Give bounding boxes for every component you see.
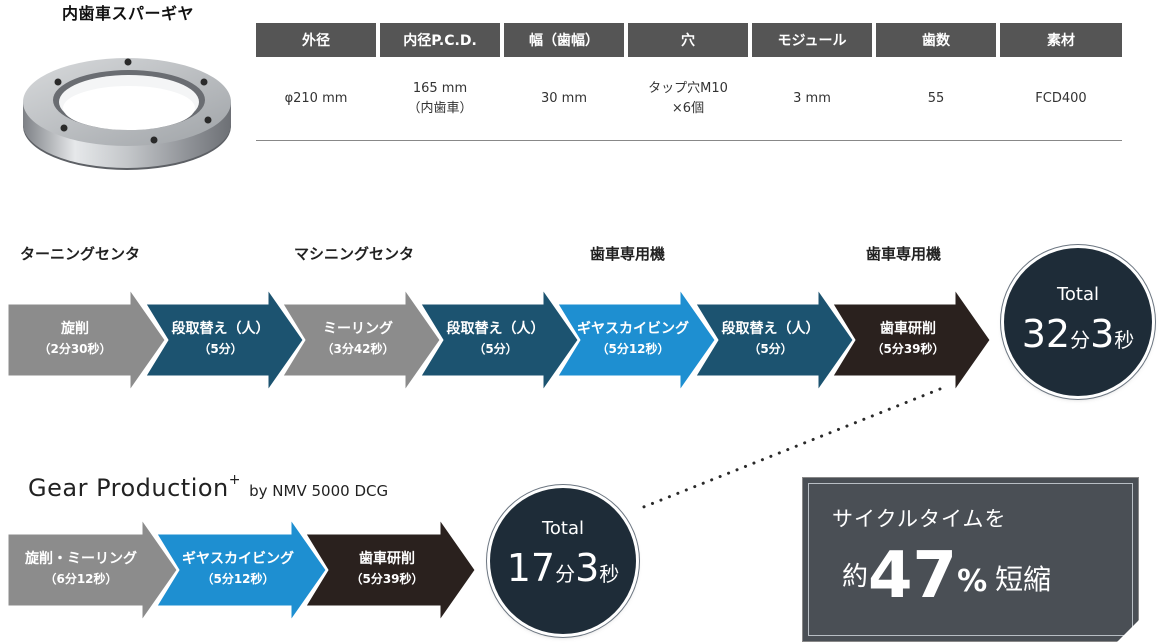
spec-value-outer-diameter: φ210 mm: [284, 91, 348, 106]
conventional-step-arrow-shape: [144, 288, 304, 392]
gear-production-step-text: 旋削・ミーリング （6分12秒）: [8, 549, 154, 589]
gear-production-by: by NMV 5000 DCG: [249, 482, 389, 500]
reduction-value: 47: [868, 539, 958, 613]
spec-header-inner-pcd: 内径P.C.D.: [380, 23, 500, 57]
spec-header-teeth: 歯数: [876, 23, 996, 57]
gear-production-step-text: 歯車研削 （5分39秒）: [322, 549, 452, 589]
reduction-box-frame: [808, 483, 1133, 636]
gear-production-plus: +: [228, 472, 241, 488]
conventional-step-arrow-shape: [282, 288, 441, 392]
conventional-total-time: 32分3秒: [1021, 312, 1135, 356]
conventional-step-arrow: [832, 288, 991, 392]
cycle-time-reduction-box: サイクルタイムを 約47%短縮: [802, 477, 1139, 642]
conventional-step-arrow: [557, 288, 716, 392]
conventional-step-time: （5分39秒）: [871, 342, 945, 356]
product-title: 内歯車スパーギヤ: [62, 4, 195, 23]
conventional-step-label: 旋削: [61, 321, 89, 337]
gear-production-heading: Gear Production+ by NMV 5000 DCG: [28, 472, 388, 502]
conventional-total-circle: Total 32分3秒: [1004, 248, 1152, 396]
conventional-step-text: 段取替え（人） （5分）: [437, 319, 555, 359]
conventional-step-arrow: [694, 288, 854, 392]
conventional-step-arrow: [144, 288, 304, 392]
gear-production-step-time: （6分12秒）: [44, 572, 118, 586]
reduction-value-line: 約47%短縮: [842, 539, 1051, 613]
conventional-step-arrow-shape: [694, 288, 854, 392]
reduction-percent: %: [957, 564, 988, 599]
gear-production-step-text: ギヤスカイビング （5分12秒）: [173, 549, 303, 589]
machine-label-turning-center: ターニングセンタ: [20, 245, 141, 263]
conventional-step-text: 段取替え（人） （5分）: [162, 319, 280, 359]
spec-table: 外径 内径P.C.D. 幅（歯幅） 穴 モジュール 歯数 素材 φ210 mm …: [256, 23, 1122, 143]
spec-value-inner-pcd: 165 mm（内歯車）: [407, 81, 473, 116]
spec-value-hole: タップ穴M10×6個: [648, 81, 728, 116]
conventional-step-time: （5分）: [473, 342, 518, 356]
conventional-step-text: 旋削 （2分30秒）: [8, 319, 142, 359]
gear-production-step-arrow-shape: [156, 518, 327, 622]
gear-production-step-arrow-shape: [305, 518, 476, 622]
spec-header-material: 素材: [1000, 23, 1122, 57]
conventional-step-time: （5分）: [198, 342, 243, 356]
gear-production-title: Gear Production: [28, 474, 229, 502]
conventional-step-time: （5分12秒）: [596, 342, 670, 356]
conventional-step-time: （5分）: [748, 342, 793, 356]
spec-header-hole: 穴: [628, 23, 748, 57]
conventional-step-label: 段取替え（人）: [446, 321, 545, 337]
gear-production-step-time: （5分12秒）: [201, 572, 275, 586]
conventional-step-label: 歯車研削: [880, 321, 936, 337]
reduction-box-corner: [1117, 620, 1139, 642]
conventional-step-text: 歯車研削 （5分39秒）: [849, 319, 967, 359]
spec-header-outer-diameter: 外径: [256, 23, 376, 57]
conventional-step-arrow-shape: [419, 288, 579, 392]
spec-table-rule: [256, 140, 1122, 141]
reduction-heading: サイクルタイムを: [832, 507, 1007, 531]
conventional-step-text: 段取替え（人） （5分）: [712, 319, 830, 359]
conventional-total-label: Total: [1056, 284, 1100, 305]
spec-value-module: 3 mm: [793, 91, 831, 106]
spec-value-width: 30 mm: [540, 91, 587, 106]
gear-production-step-label: ギヤスカイビング: [182, 551, 294, 567]
gear-production-step-arrow-shape: [7, 518, 178, 622]
gear-production-step-arrow: [156, 518, 327, 622]
conventional-step-label: ギヤスカイビング: [577, 321, 689, 337]
gear-production-total-time: 17分3秒: [506, 546, 620, 590]
conventional-step-text: ギヤスカイビング （5分12秒）: [574, 319, 692, 359]
gear-production-step-arrow: [7, 518, 178, 622]
reduction-prefix: 約: [842, 562, 869, 592]
machine-label-gear-machine-1: 歯車専用機: [590, 245, 666, 263]
spec-header-module: モジュール: [752, 23, 872, 57]
conventional-step-time: （3分42秒）: [321, 342, 395, 356]
conventional-step-arrow-shape: [7, 288, 166, 392]
machine-label-gear-machine-2: 歯車専用機: [866, 245, 942, 263]
conventional-step-arrow-shape: [832, 288, 991, 392]
gear-image: [23, 58, 231, 170]
machine-label-machining-center: マシニングセンタ: [294, 245, 415, 263]
conventional-step-arrow: [7, 288, 166, 392]
reduction-suffix: 短縮: [995, 563, 1052, 596]
conventional-step-arrow: [419, 288, 579, 392]
conventional-step-arrow: [282, 288, 441, 392]
conventional-step-arrow-shape: [557, 288, 716, 392]
gear-production-step-label: 歯車研削: [359, 551, 415, 567]
conventional-step-label: ミーリング: [323, 321, 393, 337]
conventional-step-text: ミーリング （3分42秒）: [299, 319, 417, 359]
spec-value-material: FCD400: [1035, 91, 1087, 106]
spec-header-width: 幅（歯幅）: [504, 23, 624, 57]
conventional-step-time: （2分30秒）: [38, 342, 112, 356]
gear-production-step-label: 旋削・ミーリング: [25, 551, 137, 567]
gear-production-total-label: Total: [541, 518, 585, 539]
conventional-step-label: 段取替え（人）: [171, 321, 270, 337]
conventional-step-label: 段取替え（人）: [721, 321, 820, 337]
gear-production-step-time: （5分39秒）: [350, 572, 424, 586]
spec-value-teeth: 55: [927, 91, 945, 106]
gear-production-total-circle: Total 17分3秒: [490, 488, 636, 634]
gear-production-step-arrow: [305, 518, 476, 622]
